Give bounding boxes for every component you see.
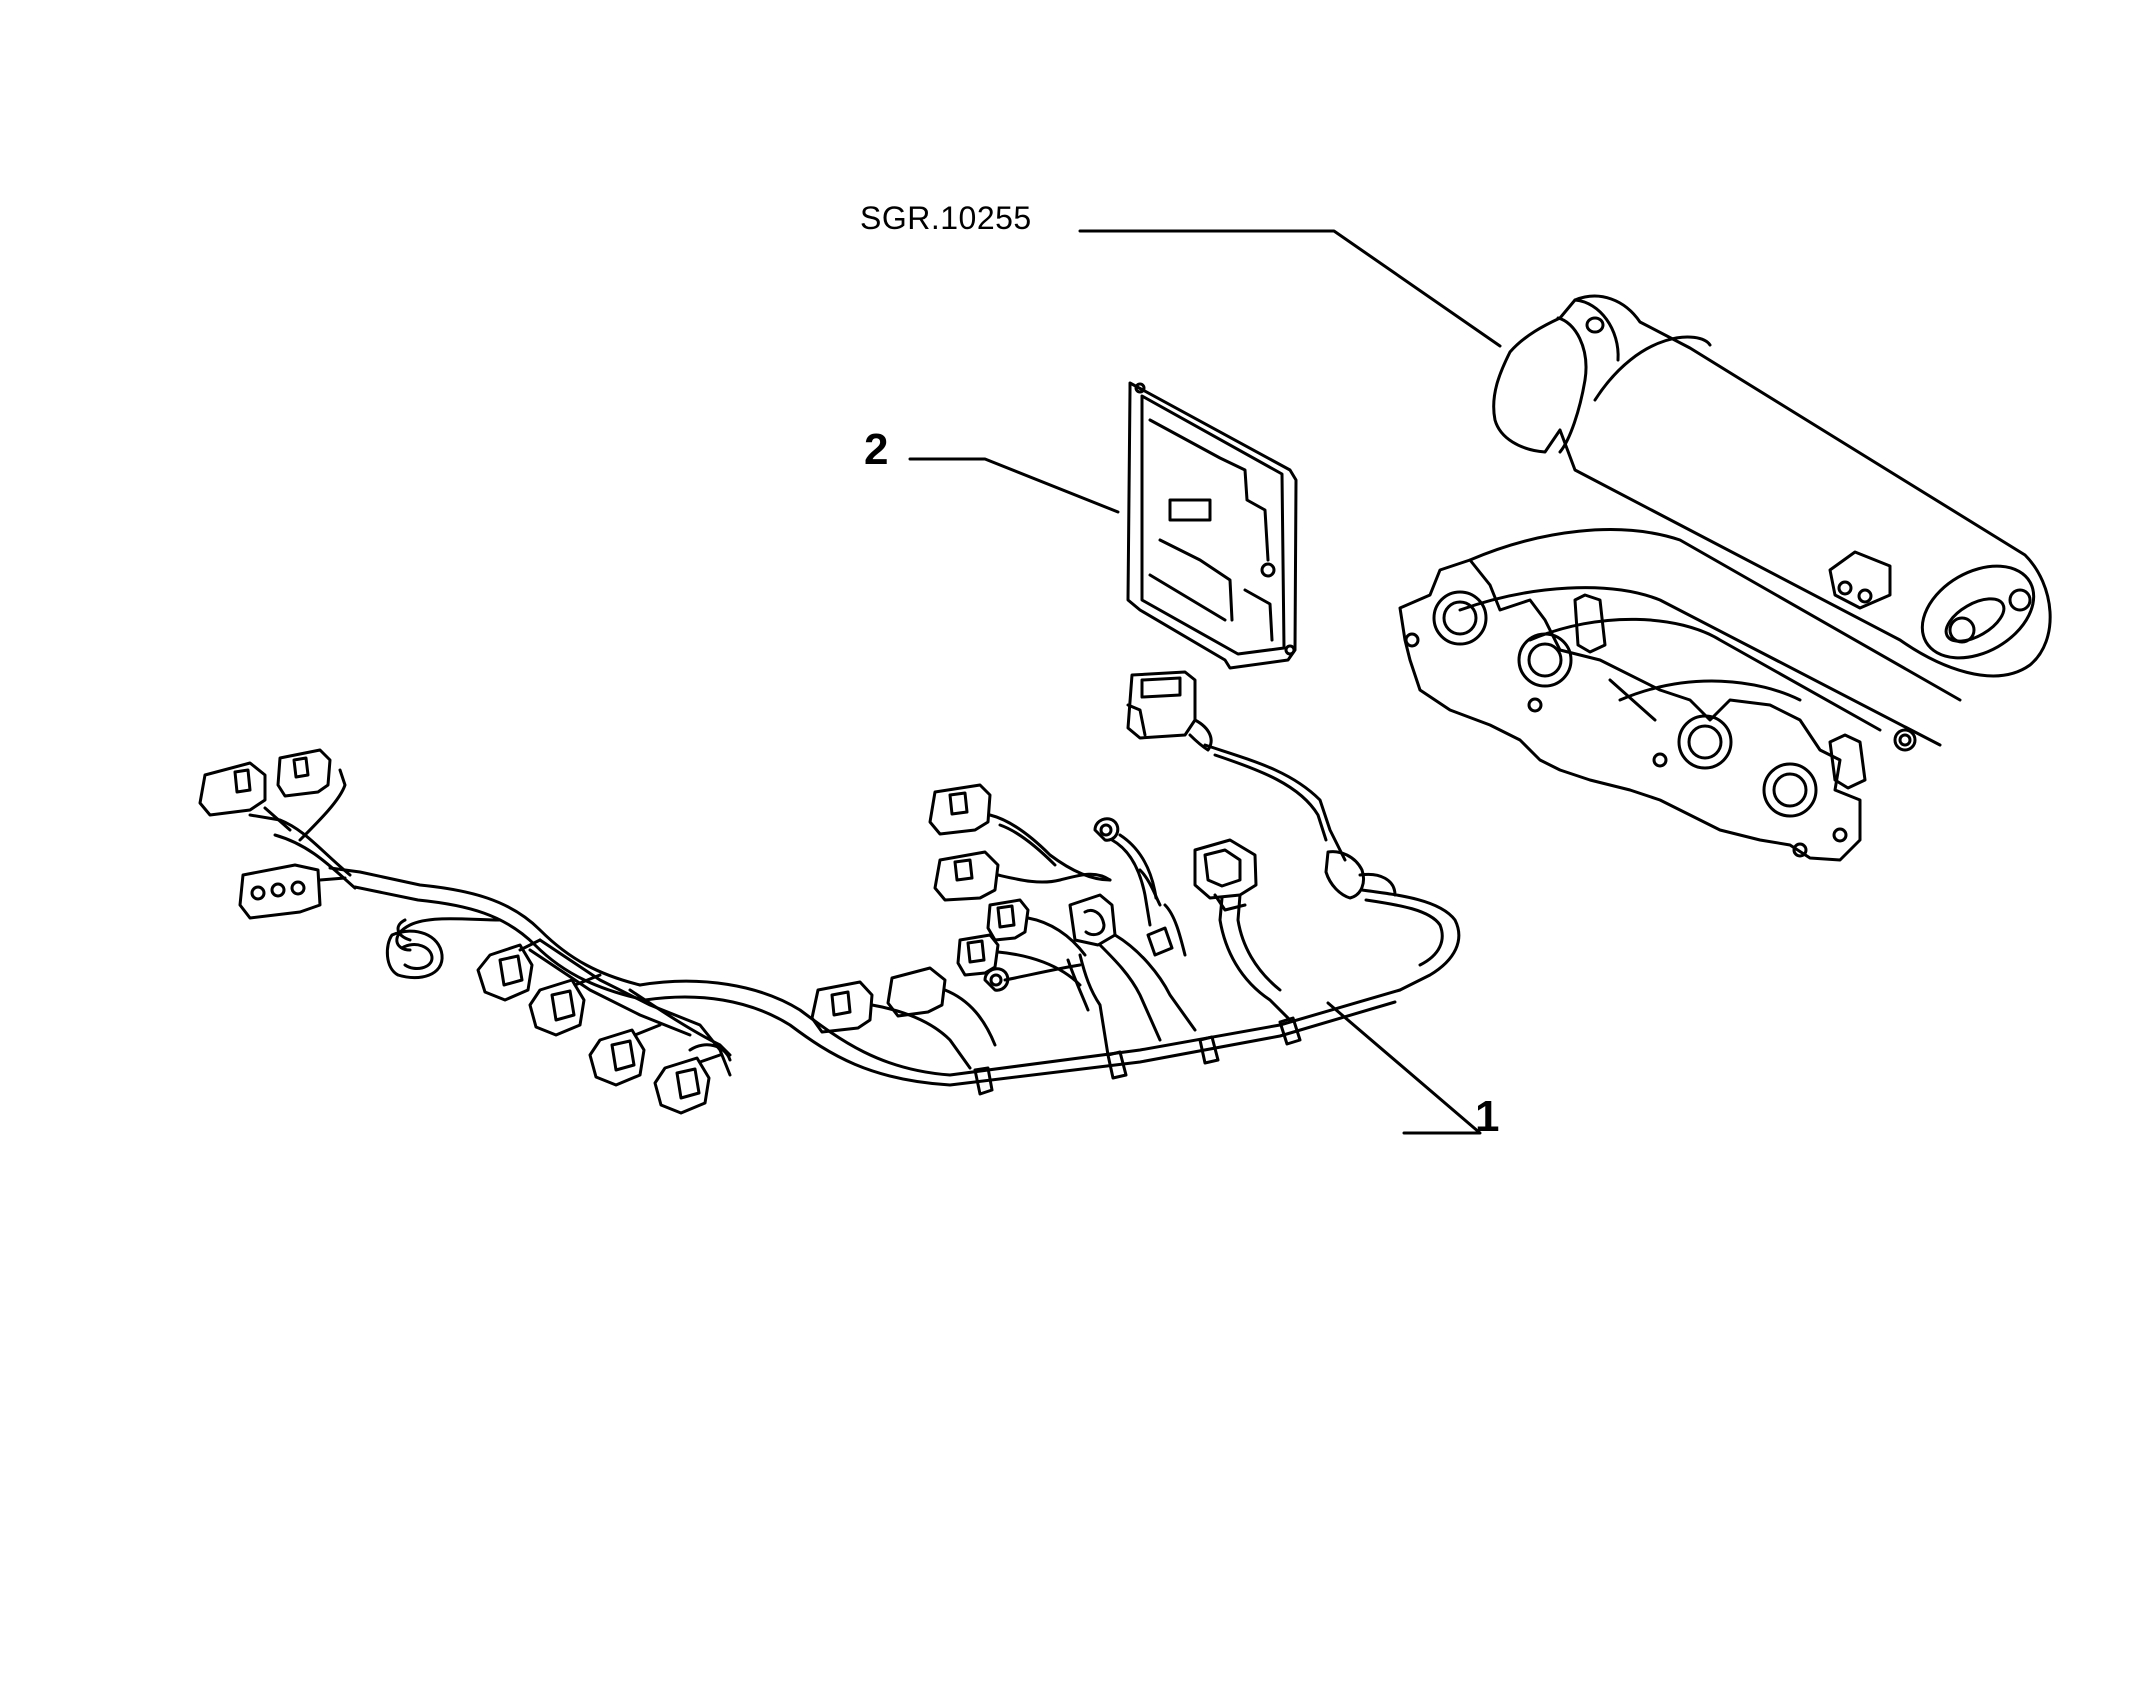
leader-1 xyxy=(1326,1001,1482,1135)
ecu-module xyxy=(1126,381,1298,670)
callout-1: 1 xyxy=(1475,1092,1500,1141)
reference-code-label: SGR.10255 xyxy=(860,200,1032,236)
leader-lines xyxy=(908,229,1502,1135)
leader-2 xyxy=(908,457,1120,514)
callout-2: 2 xyxy=(864,425,889,474)
leader-sgr xyxy=(1078,229,1502,348)
injector-connectors xyxy=(476,938,732,1115)
ecu-connector xyxy=(1126,670,1461,992)
intake-manifold xyxy=(1398,294,2052,862)
wiring-harness xyxy=(198,748,1402,1115)
